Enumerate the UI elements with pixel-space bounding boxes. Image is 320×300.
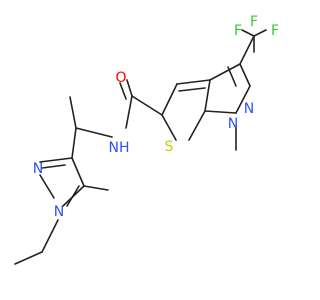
bond-cf-left xyxy=(241,29,255,37)
bond-pz-5 xyxy=(209,63,241,81)
bond-pz-4 xyxy=(204,79,211,112)
bond-lp-methyl xyxy=(83,185,109,191)
atom-nh: NH xyxy=(109,140,130,156)
bond-ethyl-2 xyxy=(14,251,43,265)
atom-o: O xyxy=(115,70,126,86)
bond-c-n xyxy=(125,95,133,129)
molecule-canvas: F F F O NH N N S N N xyxy=(14,14,279,265)
bond-lp-2 xyxy=(71,157,85,187)
atom-n-ring-left: N xyxy=(33,161,43,177)
atom-s: S xyxy=(165,139,174,155)
bond-c-o-1 xyxy=(126,79,133,97)
structure-diagram: F F F O NH N N S N N xyxy=(14,14,279,265)
bond-th-1b xyxy=(178,87,206,92)
bond-amide-c xyxy=(131,95,163,116)
bond-ch-methyl xyxy=(69,96,77,129)
bond-lp-4 xyxy=(39,174,55,199)
bond-lp-3b xyxy=(62,185,85,207)
bond-pz-2 xyxy=(235,85,251,114)
bond-nh-ch xyxy=(75,127,113,138)
bond-c-o-2 xyxy=(119,82,127,100)
bond-pz-1 xyxy=(239,63,251,87)
bond-th-1 xyxy=(176,79,211,85)
bond-th-3 xyxy=(161,114,177,141)
bond-pz-3 xyxy=(204,110,237,114)
bond-lp-1 xyxy=(39,157,73,163)
atom-n-pyrazole-right: N xyxy=(244,101,254,117)
bond-cf-right xyxy=(253,29,267,37)
bond-cf3-ring xyxy=(239,35,255,65)
bond-lp-1b xyxy=(41,164,66,169)
bond-th-4 xyxy=(188,110,206,141)
bond-ethyl-1 xyxy=(41,219,59,253)
atom-f-right: F xyxy=(271,23,279,39)
atom-n-ring-ethyl: N xyxy=(54,204,64,220)
bond-group xyxy=(14,29,267,265)
bond-th-2 xyxy=(161,83,178,116)
atom-f-left: F xyxy=(234,23,242,39)
atom-labels: F F F O NH N N S N N xyxy=(33,14,279,220)
bond-ch-ring xyxy=(71,127,77,159)
atom-f-top: F xyxy=(250,14,258,30)
atom-n-methyl: N xyxy=(228,116,238,132)
